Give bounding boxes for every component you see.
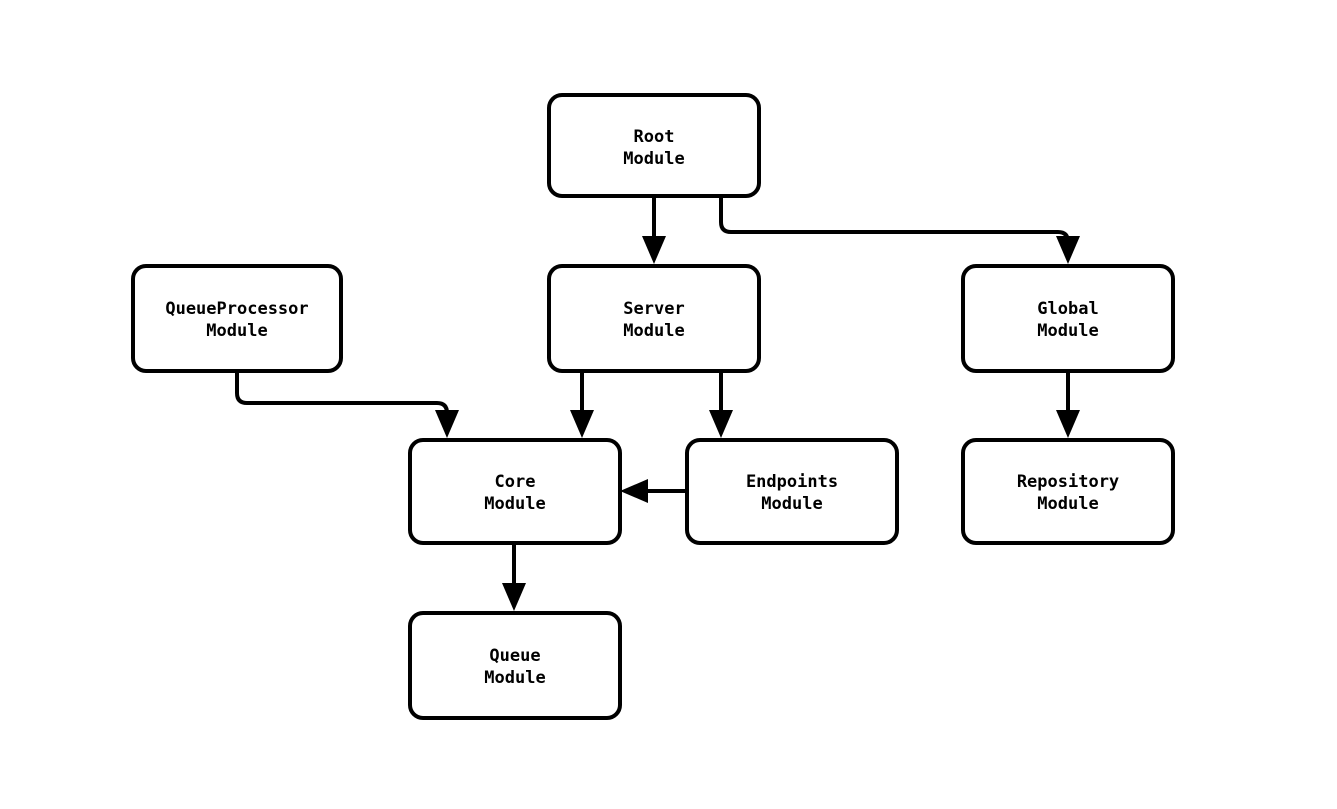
edge-queueprocessor-to-core xyxy=(235,371,459,438)
edge-global-to-repository-arrowhead-icon xyxy=(1056,410,1080,438)
node-queue-module-label-line2: Module xyxy=(484,668,545,688)
node-global-module[interactable]: Global Module xyxy=(961,264,1175,373)
node-server-module[interactable]: Server Module xyxy=(547,264,761,373)
node-root-module[interactable]: Root Module xyxy=(547,93,761,198)
node-server-module-label-line2: Module xyxy=(623,321,684,341)
node-global-module-label-line2: Module xyxy=(1037,321,1098,341)
edge-global-to-repository xyxy=(1056,371,1080,438)
node-server-module-label-line1: Server xyxy=(623,299,684,319)
node-core-module-label-line2: Module xyxy=(484,494,545,514)
node-root-module-label-line2: Module xyxy=(623,149,684,169)
node-server-module-box[interactable] xyxy=(547,264,761,373)
edge-core-to-queue-arrowhead-icon xyxy=(502,583,526,611)
node-queue-module-label-line1: Queue xyxy=(489,646,540,666)
edge-server-to-core-arrowhead-icon xyxy=(570,410,594,438)
node-queueprocessor-module[interactable]: QueueProcessor Module xyxy=(131,264,343,373)
node-root-module-box[interactable] xyxy=(547,93,761,198)
edge-endpoints-to-core-arrowhead-icon xyxy=(620,479,648,503)
node-queue-module-box[interactable] xyxy=(408,611,622,720)
node-queueprocessor-module-label-line2: Module xyxy=(206,321,267,341)
node-repository-module[interactable]: Repository Module xyxy=(961,438,1175,545)
edge-root-to-global-arrowhead-icon xyxy=(1056,236,1080,264)
node-queueprocessor-module-box[interactable] xyxy=(131,264,343,373)
edge-root-to-server-arrowhead-icon xyxy=(642,236,666,264)
edge-server-to-core xyxy=(570,371,594,438)
node-endpoints-module-label-line1: Endpoints xyxy=(746,472,838,492)
edge-endpoints-to-core xyxy=(620,479,687,503)
node-repository-module-box[interactable] xyxy=(961,438,1175,545)
node-queue-module[interactable]: Queue Module xyxy=(408,611,622,720)
edge-core-to-queue xyxy=(502,543,526,611)
edge-server-to-endpoints xyxy=(709,371,733,438)
edge-server-to-endpoints-arrowhead-icon xyxy=(709,410,733,438)
edge-root-to-global-line xyxy=(719,196,1070,244)
edge-queueprocessor-to-core-arrowhead-icon xyxy=(435,410,459,438)
edge-queueprocessor-to-core-line xyxy=(235,371,449,415)
node-endpoints-module[interactable]: Endpoints Module xyxy=(685,438,899,545)
node-core-module-box[interactable] xyxy=(408,438,622,545)
edge-root-to-server xyxy=(642,196,666,264)
node-repository-module-label-line1: Repository xyxy=(1017,472,1119,492)
node-core-module-label-line1: Core xyxy=(495,472,536,492)
node-endpoints-module-box[interactable] xyxy=(685,438,899,545)
node-root-module-label-line1: Root xyxy=(634,127,675,147)
node-global-module-label-line1: Global xyxy=(1037,299,1098,319)
edge-root-to-global xyxy=(719,196,1080,264)
node-global-module-box[interactable] xyxy=(961,264,1175,373)
node-core-module[interactable]: Core Module xyxy=(408,438,622,545)
node-repository-module-label-line2: Module xyxy=(1037,494,1098,514)
node-endpoints-module-label-line2: Module xyxy=(761,494,822,514)
node-queueprocessor-module-label-line1: QueueProcessor xyxy=(165,299,308,319)
